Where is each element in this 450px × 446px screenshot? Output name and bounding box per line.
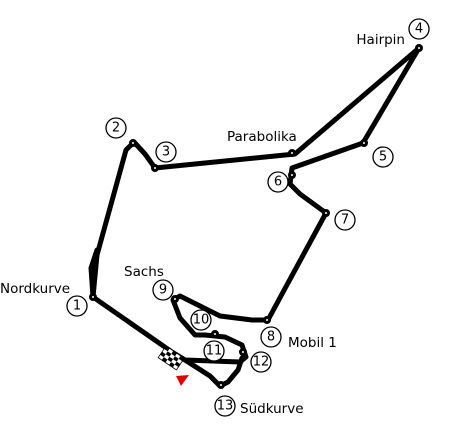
turn-marker-1: 1: [66, 295, 88, 317]
circuit-outline: [90, 45, 422, 365]
turn-number: 2: [112, 121, 120, 136]
turn-marker-13: 13: [214, 395, 236, 417]
turn-number: 9: [159, 283, 167, 298]
turn-marker-10: 10: [190, 309, 212, 331]
circuit-south-loop: [88, 247, 100, 300]
race-direction-arrow-icon: [176, 375, 189, 386]
turn-marker-2: 2: [105, 117, 127, 139]
turn-number: 6: [274, 175, 282, 190]
turn-number: 8: [267, 330, 275, 345]
turn-marker-9: 9: [152, 279, 174, 301]
turn-marker-12: 12: [250, 351, 272, 373]
corner-label-nordkurve: Nordkurve: [0, 281, 70, 297]
turn-number: 13: [217, 399, 234, 414]
turn-number: 10: [193, 313, 210, 328]
corner-label-sudkurve: Südkurve: [240, 401, 304, 417]
start-finish-flag-icon: [157, 345, 185, 371]
corner-label-sachs: Sachs: [124, 264, 164, 280]
turn-number: 4: [415, 22, 423, 37]
corner-label-parabolika: Parabolika: [227, 129, 297, 145]
turn-number: 12: [253, 355, 270, 370]
turn-marker-5: 5: [372, 146, 394, 168]
turn-marker-4: 4: [408, 18, 430, 40]
turn-marker-11: 11: [203, 340, 225, 362]
turn-marker-8: 8: [260, 326, 282, 348]
corner-label-hairpin: Hairpin: [356, 32, 405, 48]
turn-number: 1: [73, 299, 81, 314]
corner-label-mobil1: Mobil 1: [288, 335, 337, 351]
turn-number: 5: [379, 150, 387, 165]
turn-marker-3: 3: [155, 141, 177, 163]
turn-number: 7: [341, 213, 349, 228]
turn-number: 11: [206, 344, 223, 359]
turn-marker-7: 7: [334, 209, 356, 231]
turn-number: 3: [162, 145, 170, 160]
corner-markers: [89, 44, 423, 389]
turn-marker-6: 6: [267, 171, 289, 193]
